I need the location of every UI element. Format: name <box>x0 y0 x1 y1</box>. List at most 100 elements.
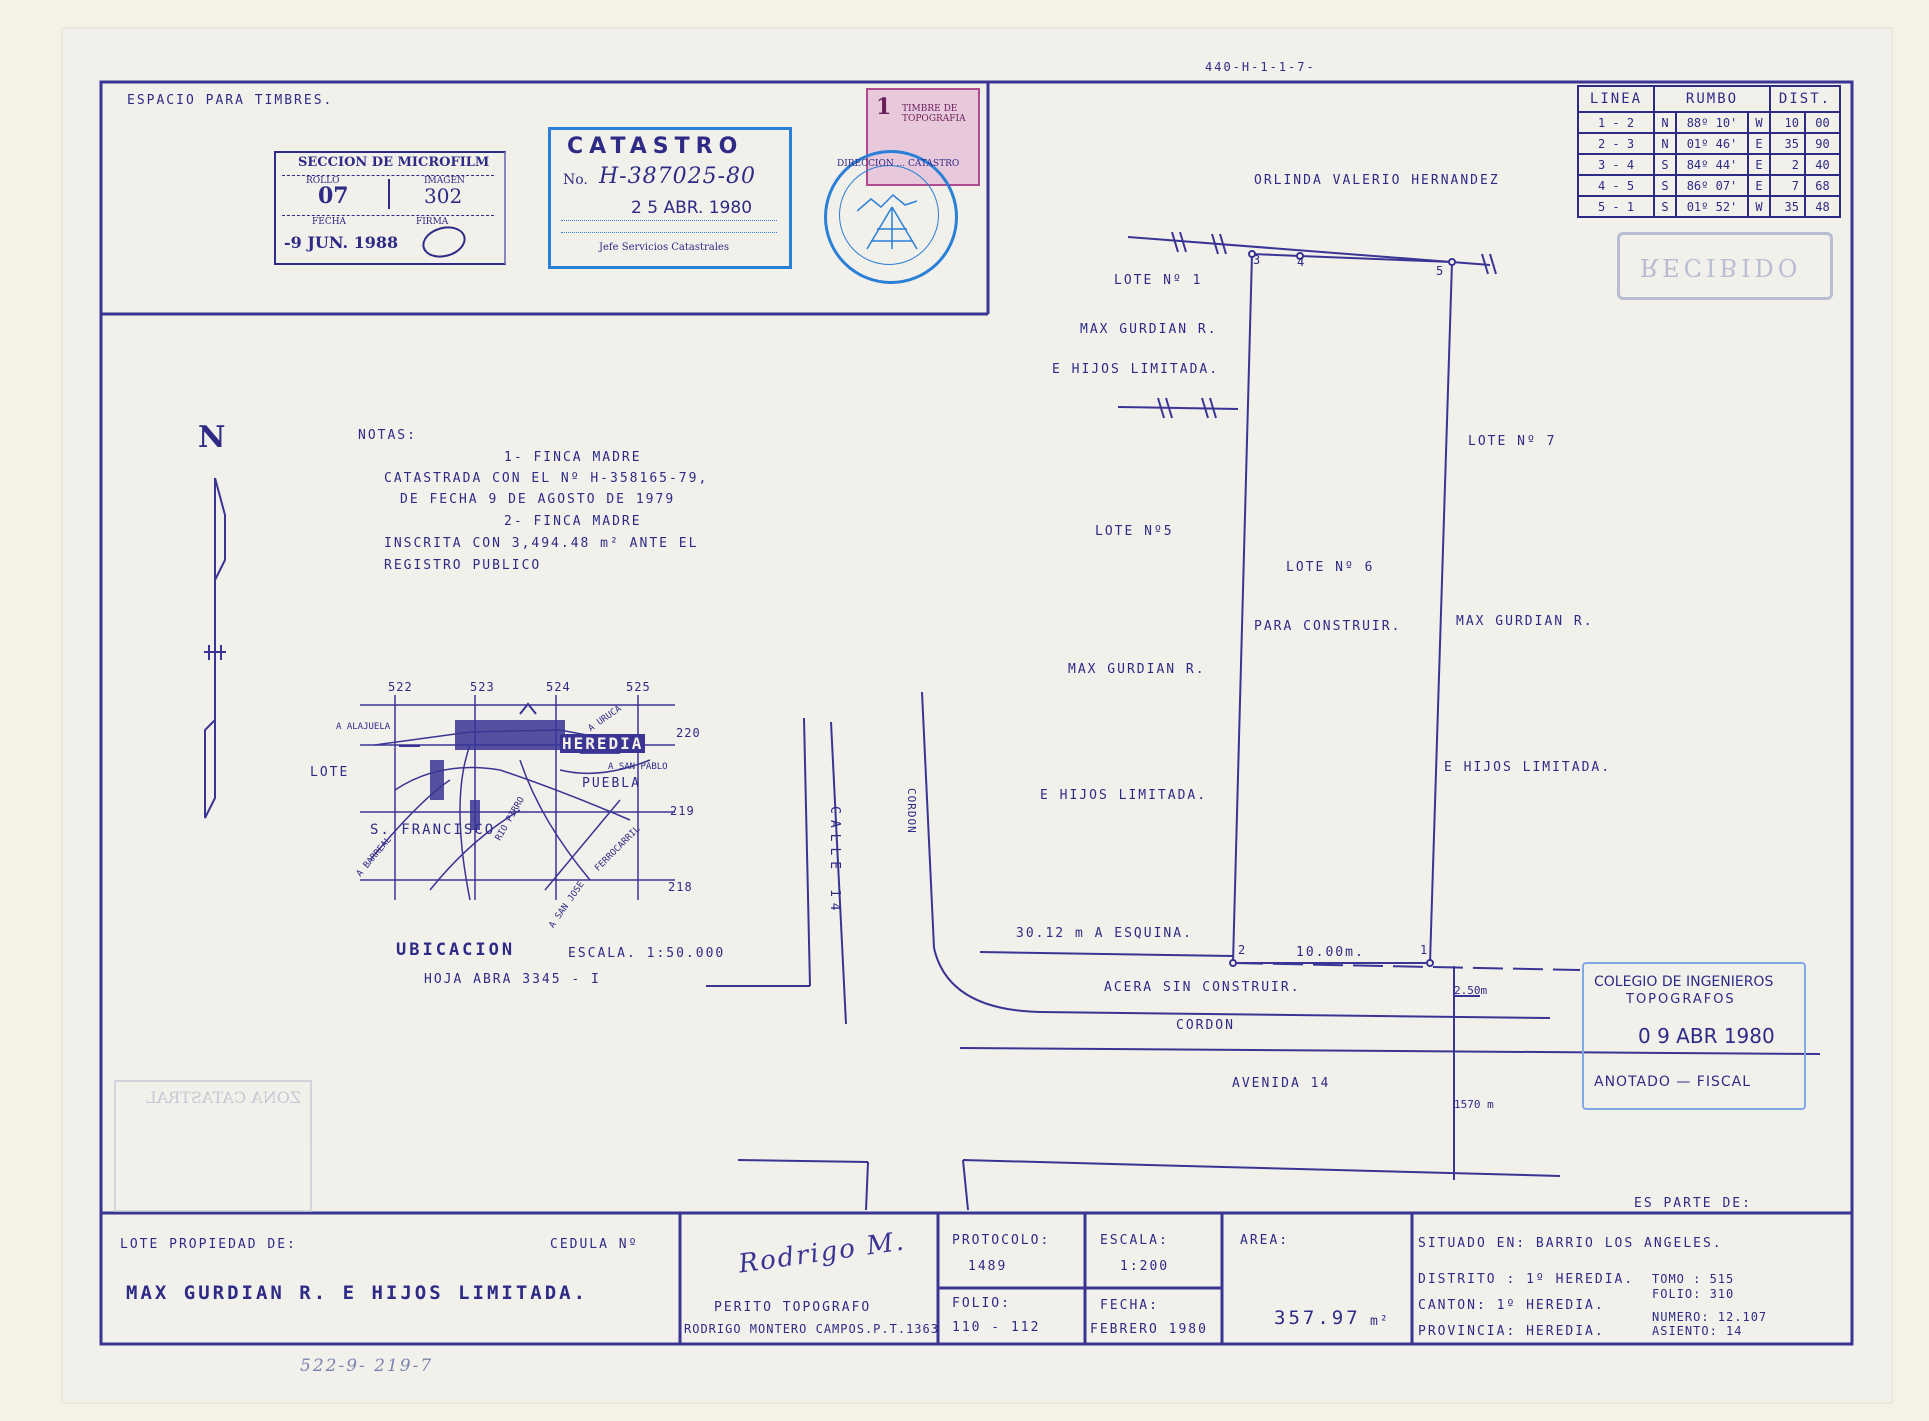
fecha-label: FECHA <box>312 217 347 227</box>
north-label: N <box>198 420 226 455</box>
vertex-1: 1 <box>1420 943 1430 957</box>
table-row: 3 - 4 S 84º 44' E 2 40 <box>1577 153 1841 176</box>
dist-m-cell: 10 <box>1769 111 1806 134</box>
microfilm-title: SECCION DE MICROFILM <box>298 155 490 170</box>
folio-value: 110 - 112 <box>952 1320 1041 1335</box>
area-label: AREA: <box>1240 1233 1290 1248</box>
map-place: A ALAJUELA <box>336 722 391 732</box>
dist-cm-cell: 00 <box>1804 111 1841 134</box>
lote6-label: LOTE Nº 6 <box>1286 560 1375 575</box>
ubicacion-title: UBICACION <box>396 940 516 960</box>
situado: SITUADO EN: BARRIO LOS ANGELES. <box>1418 1236 1723 1251</box>
dir1-cell: N <box>1652 111 1678 134</box>
colegio-date: 0 9 ABR 1980 <box>1638 1024 1775 1048</box>
colegio-stamp: COLEGIO DE INGENIEROS TOPOGRAFOS 0 9 ABR… <box>1582 962 1806 1110</box>
catastro-footer: Jefe Servicios Catastrales <box>599 242 729 253</box>
perito-name: RODRIGO MONTERO CAMPOS.P.T.1363 <box>684 1322 939 1336</box>
vertex-5: 5 <box>1436 264 1446 278</box>
linea-cell: 4 - 5 <box>1577 174 1655 197</box>
zona-text: ZONA CATASTRAL <box>146 1088 302 1107</box>
map-grid-label: 523 <box>470 680 495 694</box>
escala-value: 1:200 <box>1120 1259 1170 1274</box>
lote6-purpose: PARA CONSTRUIR. <box>1254 619 1402 634</box>
lote7-owner: MAX GURDIAN R. <box>1456 614 1594 629</box>
cedula-label: CEDULA Nº <box>550 1237 639 1252</box>
dir2-cell: W <box>1746 111 1772 134</box>
calle-label: CALLE 14 <box>827 806 842 917</box>
es-parte-label: ES PARTE DE: <box>1634 1196 1752 1211</box>
fecha-value: FEBRERO 1980 <box>1090 1322 1208 1337</box>
linea-cell: 2 - 3 <box>1577 132 1655 155</box>
north-neighbor: ORLINDA VALERIO HERNANDEZ <box>1254 173 1500 188</box>
lote7-owner-2: E HIJOS LIMITADA. <box>1444 760 1612 775</box>
area-value: 357.97 <box>1274 1307 1361 1329</box>
catastro-no-label: No. <box>563 172 588 188</box>
notes-line-6: REGISTRO PUBLICO <box>384 558 542 573</box>
notes-line-2: CATASTRADA CON EL Nº H-358165-79, <box>384 471 709 486</box>
dist-cm-cell: 90 <box>1804 132 1841 155</box>
map-place: PUEBLA <box>582 776 641 791</box>
mountain-grid-icon <box>857 193 918 250</box>
provincia: PROVINCIA: HEREDIA. <box>1418 1324 1605 1339</box>
dir1-cell: S <box>1652 153 1678 176</box>
map-grid-label: 524 <box>546 680 571 694</box>
ubicacion-sheet: HOJA ABRA 3345 - I <box>424 972 601 987</box>
colegio-status: ANOTADO — FISCAL <box>1594 1074 1752 1090</box>
catastro-stamp: CATASTRO No. H-387025-80 2 5 ABR. 1980 J… <box>548 127 792 269</box>
map-place-lote: LOTE <box>310 765 350 780</box>
rollo-label: ROLLO <box>306 176 340 186</box>
dist-m-cell: 2 <box>1769 153 1806 176</box>
microfilm-date: -9 JUN. 1988 <box>284 233 399 252</box>
protocolo-value: 1489 <box>968 1259 1008 1274</box>
vertex-3: 3 <box>1253 253 1263 267</box>
folio-registro: FOLIO: 310 <box>1652 1287 1735 1301</box>
catastro-title: CATASTRO <box>567 134 744 159</box>
map-grid-label: 218 <box>668 880 693 894</box>
dist-cm-cell: 40 <box>1804 153 1841 176</box>
folio-label: FOLIO: <box>952 1296 1011 1311</box>
map-place: S. FRANCISCO <box>370 822 496 838</box>
colegio-line-2: TOPOGRAFOS <box>1626 992 1736 1007</box>
round-stamp-text: DIRECCION ... CATASTRO <box>837 159 960 169</box>
lote1-owner: MAX GURDIAN R. <box>1080 322 1218 337</box>
pencil-reference: 522-9- 219-7 <box>300 1356 434 1376</box>
map-place-heredia: HEREDIA <box>560 734 646 753</box>
linea-cell: 5 - 1 <box>1577 195 1655 218</box>
lote1-label: LOTE Nº 1 <box>1114 273 1203 288</box>
linea-cell: 1 - 2 <box>1577 111 1655 134</box>
table-row: 5 - 1 S 01º 52' W 35 48 <box>1577 195 1841 218</box>
lote5-owner-2: E HIJOS LIMITADA. <box>1040 788 1208 803</box>
numero: NUMERO: 12.107 <box>1652 1310 1768 1324</box>
document-reference: 440-H-1-1-7- <box>1205 60 1316 74</box>
angle-cell: 01º 52' <box>1675 195 1749 218</box>
distance-to-corner: 30.12 m A ESQUINA. <box>1016 926 1193 941</box>
notes-line-4: 2- FINCA MADRE <box>504 514 642 529</box>
zona-catastral-stamp: ZONA CATASTRAL <box>114 1080 312 1212</box>
tomo: TOMO : 515 <box>1652 1272 1735 1286</box>
owner-label: LOTE PROPIEDAD DE: <box>120 1237 297 1252</box>
notes-title: NOTAS: <box>358 428 417 443</box>
area-unit: m² <box>1370 1314 1390 1329</box>
lote5-label: LOTE Nº5 <box>1095 524 1174 539</box>
cordon-vertical-label: CORDON <box>905 788 918 834</box>
catastro-date: 2 5 ABR. 1980 <box>631 198 753 218</box>
dir1-cell: N <box>1652 132 1678 155</box>
angle-cell: 84º 44' <box>1675 153 1749 176</box>
dist-cm-cell: 48 <box>1804 195 1841 218</box>
timbre-value: 1 <box>876 94 892 120</box>
header-dist: DIST. <box>1769 85 1841 113</box>
notes-line-1: 1- FINCA MADRE <box>504 450 642 465</box>
angle-cell: 01º 46' <box>1675 132 1749 155</box>
firma-label: FIRMA <box>416 217 449 227</box>
escala-label: ESCALA: <box>1100 1233 1169 1248</box>
fecha-label: FECHA: <box>1100 1298 1159 1313</box>
vertex-2: 2 <box>1238 943 1248 957</box>
vertex-4: 4 <box>1297 255 1307 269</box>
dir2-cell: E <box>1746 153 1772 176</box>
header-linea: LINEA <box>1577 85 1655 113</box>
linea-cell: 3 - 4 <box>1577 153 1655 176</box>
dist-m-cell: 7 <box>1769 174 1806 197</box>
map-grid-label: 522 <box>388 680 413 694</box>
